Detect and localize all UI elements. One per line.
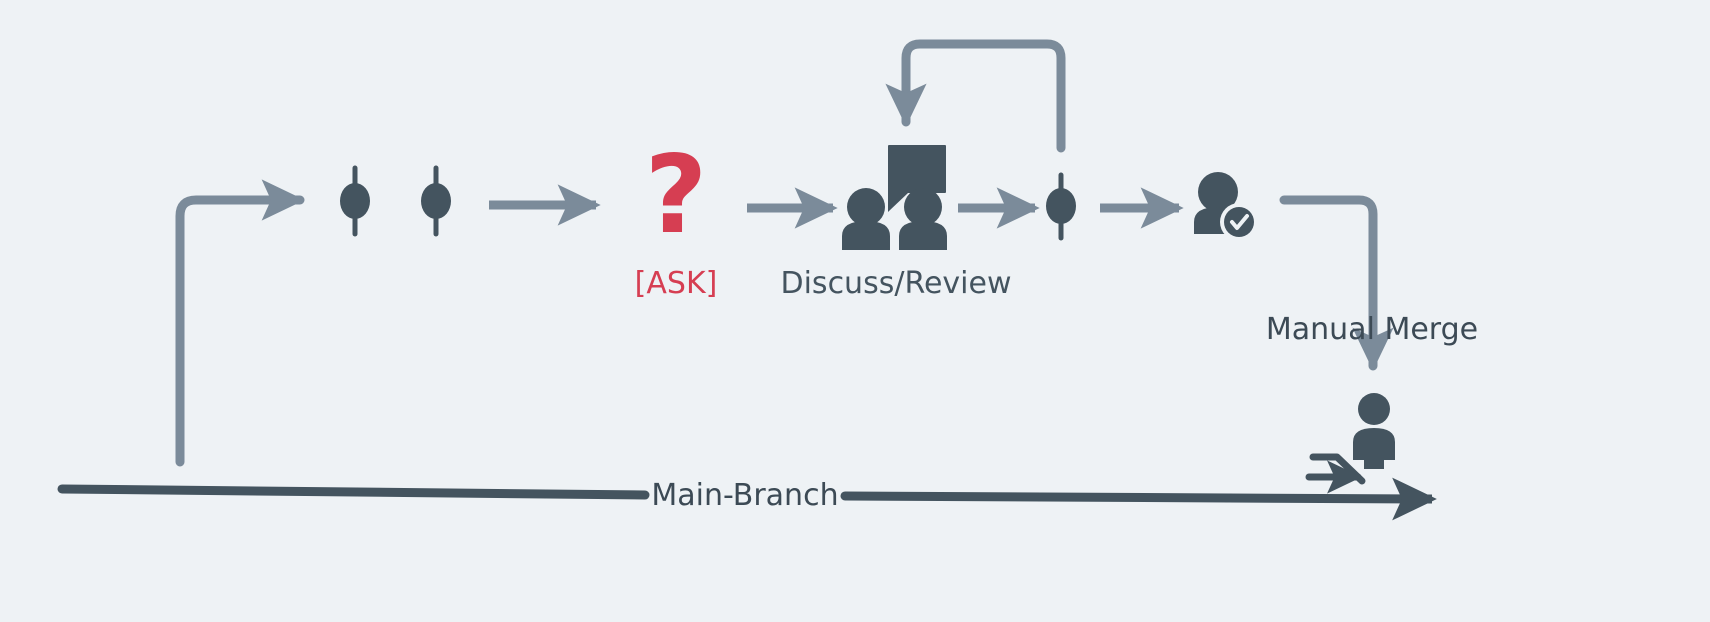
manual-merge-down-path bbox=[1279, 195, 1394, 371]
person-left-icon bbox=[842, 188, 890, 250]
speech-bubble-body bbox=[888, 145, 946, 193]
ask-label: [ASK] bbox=[635, 266, 718, 301]
commit-dot bbox=[340, 183, 370, 219]
main-branch-label: Main-Branch bbox=[651, 478, 838, 513]
review-feedback-loop bbox=[885, 39, 1066, 153]
person-head bbox=[904, 188, 942, 226]
person-body bbox=[842, 221, 890, 250]
person-body bbox=[899, 221, 947, 250]
speech-bubble-tail bbox=[888, 185, 908, 212]
commit-dot bbox=[421, 183, 451, 219]
branch-out-path bbox=[175, 179, 305, 467]
discuss-review-label: Discuss/Review bbox=[781, 266, 1012, 301]
commit-dot bbox=[1046, 188, 1076, 224]
feature-branch-out bbox=[175, 179, 305, 467]
ask-step-group: ? [ASK] bbox=[635, 133, 718, 301]
manual-merge-label: Manual Merge bbox=[1266, 312, 1478, 347]
approved-user-head bbox=[1198, 172, 1238, 212]
merge-person-body bbox=[1353, 428, 1395, 460]
main-branch-line-right bbox=[840, 491, 1429, 504]
merge-person-head bbox=[1358, 393, 1390, 425]
merge-join-arrow bbox=[1305, 453, 1366, 494]
commit-node-3 bbox=[1046, 172, 1076, 241]
check-icon bbox=[1230, 214, 1249, 230]
commit-node-1 bbox=[340, 165, 370, 237]
person-right-icon bbox=[899, 188, 947, 250]
main-branch-line-left bbox=[57, 484, 650, 500]
person-head bbox=[847, 188, 885, 226]
main-branch-group bbox=[57, 477, 1437, 521]
check-badge-circle bbox=[1224, 207, 1254, 237]
merge-person-icon bbox=[1353, 393, 1395, 469]
question-mark-icon: ? bbox=[645, 133, 708, 258]
user-approved-icon bbox=[1194, 172, 1258, 241]
feedback-loop-path bbox=[885, 39, 1066, 153]
commit-node-2 bbox=[421, 165, 451, 237]
speech-bubble-icon bbox=[888, 145, 946, 212]
merge-person-legs bbox=[1364, 455, 1384, 469]
discuss-review-group: Discuss/Review bbox=[781, 145, 1012, 301]
manual-merge-path-group: Manual Merge bbox=[1266, 195, 1478, 371]
